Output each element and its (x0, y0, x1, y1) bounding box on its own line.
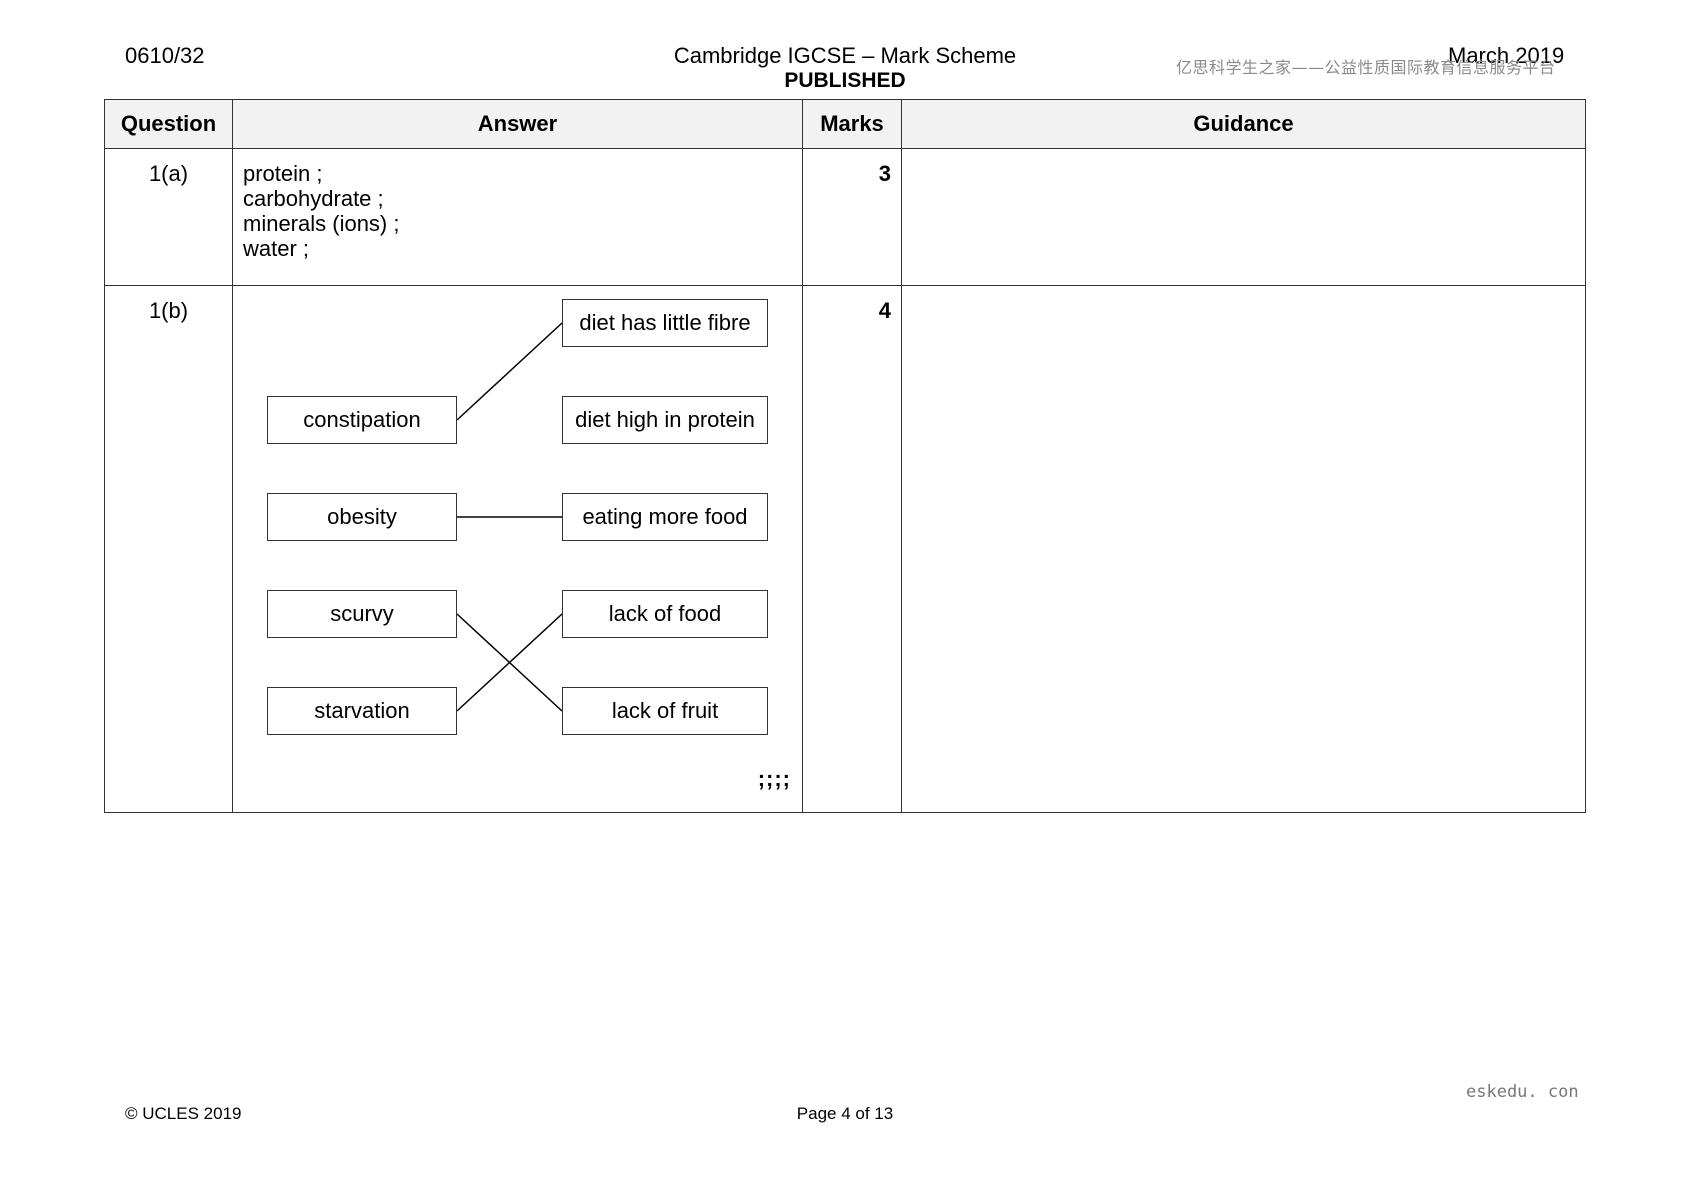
column-header-guidance: Guidance (901, 99, 1586, 149)
right-term-box: lack of fruit (562, 687, 768, 735)
table-header-row: Question Answer Marks Guidance (104, 99, 1586, 149)
question-number: 1(b) (104, 285, 233, 813)
guidance-cell (901, 285, 1586, 813)
exam-date: March 2019 (1448, 43, 1565, 68)
right-term-box: lack of food (562, 590, 768, 638)
column-header-answer: Answer (232, 99, 803, 149)
matching-diagram: constipation obesity scurvy starvation d… (233, 286, 803, 800)
connector-line (456, 613, 563, 712)
answer-cell: protein ; carbohydrate ; minerals (ions)… (232, 148, 803, 286)
table-row: 1(b) constipation obesity scurvy starvat… (104, 285, 1586, 813)
answer-line: minerals (ions) ; (243, 211, 400, 236)
left-term-box: scurvy (267, 590, 457, 638)
mark-ticks: ;;;; (757, 766, 791, 791)
document-subtitle: PUBLISHED (784, 69, 906, 92)
answer-line: protein ; (243, 161, 323, 186)
watermark-text: 亿思科学生之家——公益性质国际教育信息服务平台 (1176, 58, 1556, 77)
guidance-cell (901, 148, 1586, 286)
answer-cell-matching: constipation obesity scurvy starvation d… (232, 285, 803, 813)
question-number: 1(a) (104, 148, 233, 286)
right-term-box: diet high in protein (562, 396, 768, 444)
table-row: 1(a) protein ; carbohydrate ; minerals (… (104, 148, 1586, 286)
right-term-box: diet has little fibre (562, 299, 768, 347)
mark-scheme-table: Question Answer Marks Guidance 1(a) prot… (104, 99, 1586, 813)
copyright-notice: © UCLES 2019 (125, 1104, 242, 1123)
connector-line (456, 322, 563, 421)
left-term-box: starvation (267, 687, 457, 735)
paper-code: 0610/32 (125, 43, 205, 68)
marks-value: 4 (802, 285, 902, 813)
marks-value: 3 (802, 148, 902, 286)
connector-lines (456, 322, 563, 712)
page-number: Page 4 of 13 (796, 1104, 894, 1123)
answer-line: water ; (243, 236, 310, 261)
left-term-box: obesity (267, 493, 457, 541)
column-header-marks: Marks (802, 99, 902, 149)
answer-line: carbohydrate ; (243, 186, 384, 211)
document-title: Cambridge IGCSE – Mark Scheme (673, 43, 1017, 68)
site-watermark: eskedu. con (1466, 1082, 1579, 1102)
column-header-question: Question (104, 99, 233, 149)
right-term-box: eating more food (562, 493, 768, 541)
left-term-box: constipation (267, 396, 457, 444)
